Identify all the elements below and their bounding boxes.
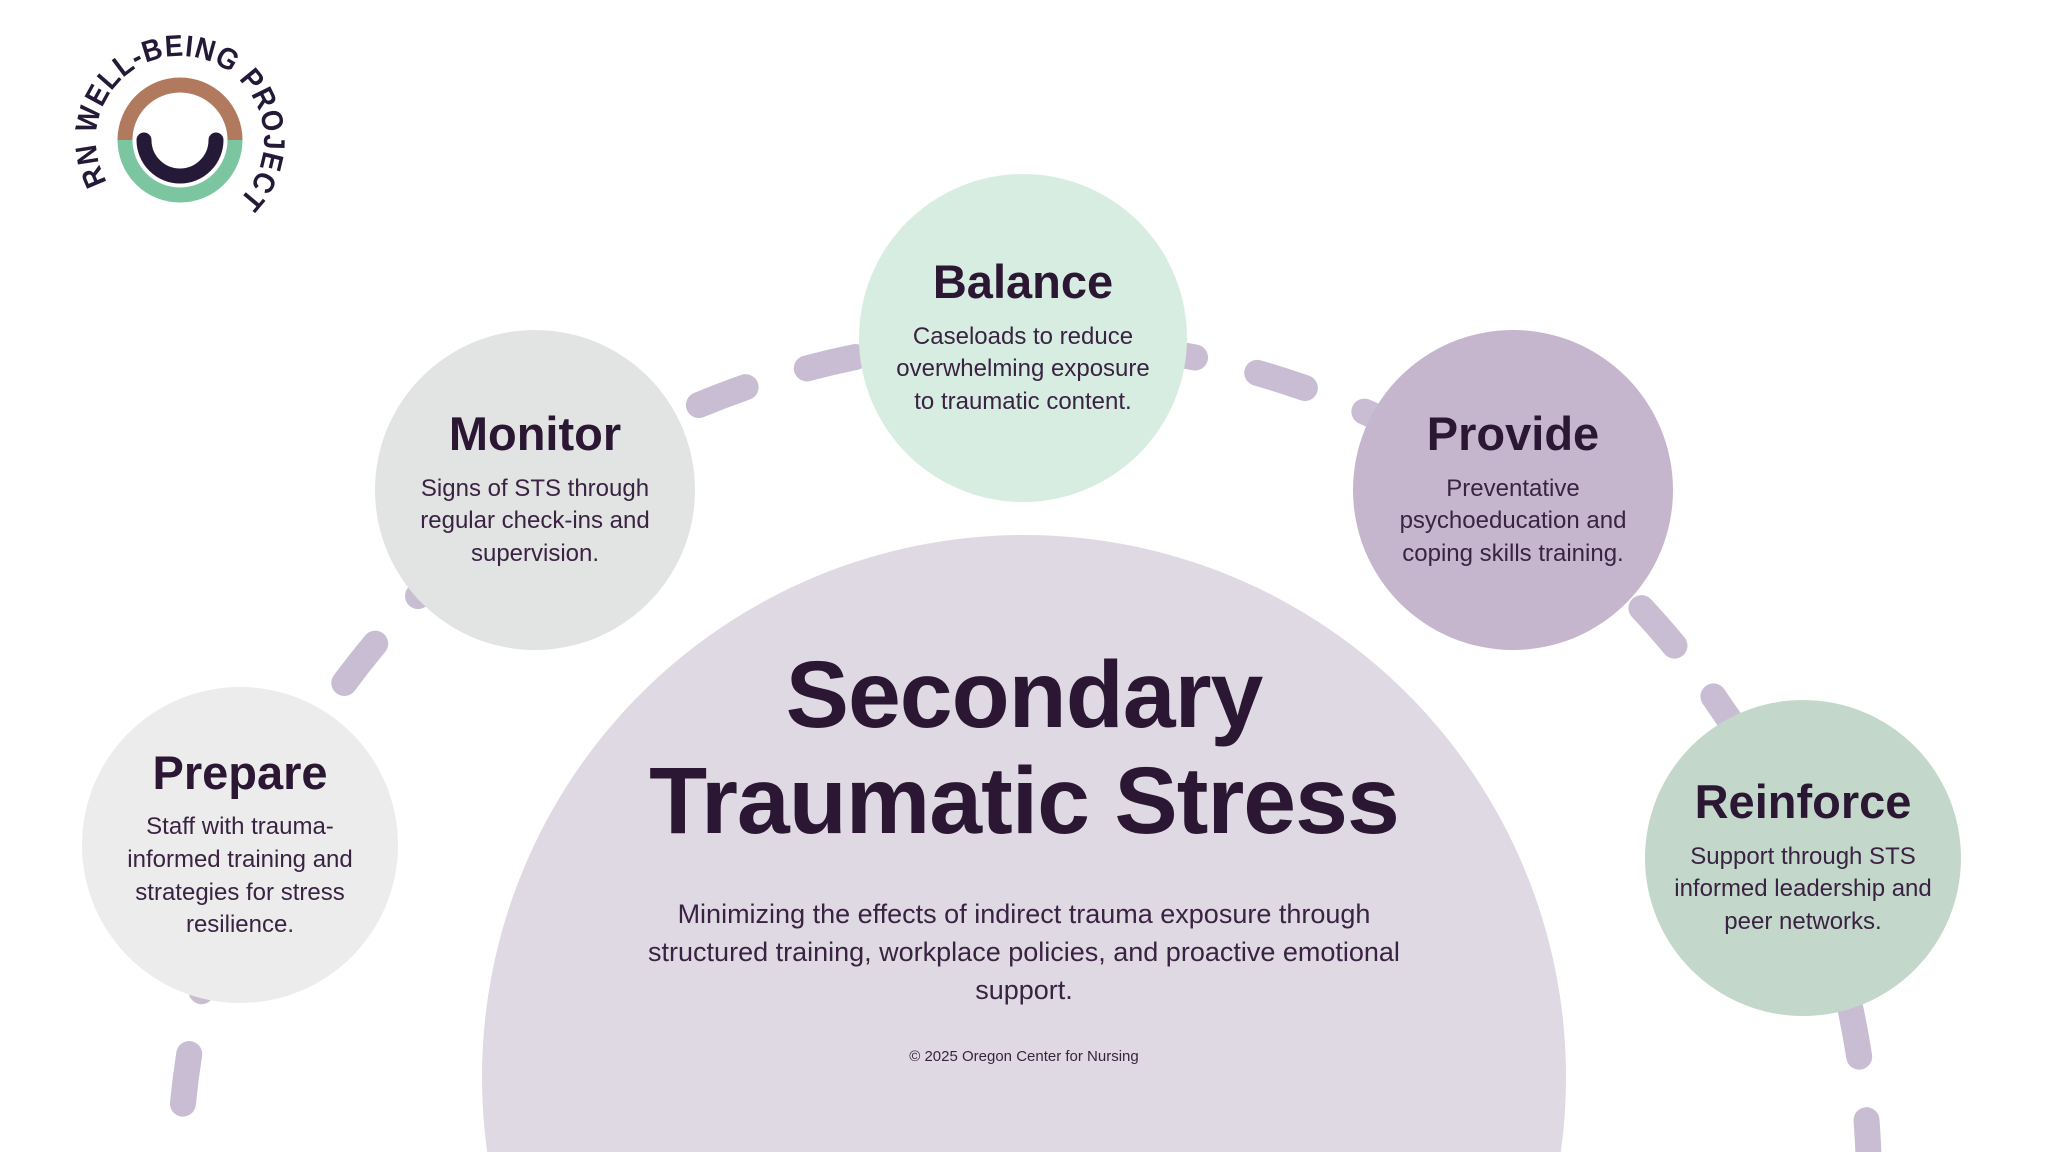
node-monitor: Monitor Signs of STS through regular che…	[375, 330, 695, 650]
copyright-text: © 2025 Oregon Center for Nursing	[909, 1047, 1139, 1065]
node-provide-title: Provide	[1426, 407, 1600, 461]
node-provide: Provide Preventative psychoeducation and…	[1353, 330, 1673, 650]
node-prepare-title: Prepare	[152, 746, 328, 800]
center-description-line: Minimizing the effects of indirect traum…	[677, 898, 1371, 929]
center-description-line: support.	[975, 975, 1073, 1006]
node-reinforce: Reinforce Support through STS informed l…	[1645, 700, 1961, 1016]
center-copy: Secondary Traumatic Stress Minimizing th…	[0, 642, 2048, 1065]
node-prepare: Prepare Staff with trauma-informed train…	[82, 687, 398, 1003]
node-balance: Balance Caseloads to reduce overwhelming…	[859, 174, 1187, 502]
logo-ring-bottom-half	[117, 139, 243, 203]
node-monitor-title: Monitor	[448, 407, 622, 461]
node-prepare-description: Staff with trauma-informed training and …	[127, 813, 353, 939]
node-reinforce-description: Support through STS informed leadership …	[1674, 842, 1932, 935]
main-title: Secondary Traumatic Stress	[0, 642, 2048, 855]
node-balance-title: Balance	[932, 255, 1114, 309]
node-provide-description: Preventative psychoeducation and coping …	[1399, 474, 1627, 567]
rn-well-being-project-logo: RN WELL-BEING PROJECT	[70, 30, 289, 218]
node-balance-description: Caseloads to reduce overwhelming exposur…	[896, 322, 1150, 415]
center-description-line: structured training, workplace policies,…	[648, 937, 1400, 968]
center-description: Minimizing the effects of indirect traum…	[584, 895, 1464, 1010]
logo-smile-icon	[136, 132, 224, 184]
main-title-line2: Traumatic Stress	[649, 748, 1400, 855]
node-reinforce-title: Reinforce	[1694, 775, 1912, 829]
main-title-line1: Secondary	[785, 642, 1264, 748]
node-monitor-description: Signs of STS through regular check-ins a…	[420, 474, 650, 567]
logo-ring-top-half	[117, 77, 243, 141]
